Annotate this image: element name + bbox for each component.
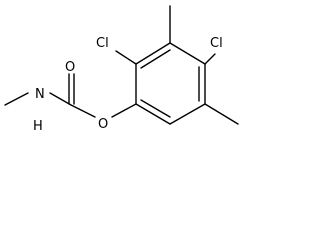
ring-inner-double-1 [140, 49, 171, 69]
ring-bond-3 [169, 42, 206, 65]
ring-inner-double-3 [140, 99, 171, 118]
chemical-structure-diagram: Cl Cl O O H N [4, 5, 239, 134]
bond-ring-cl-left [115, 50, 137, 65]
atom-label-cl-left: Cl [96, 36, 109, 51]
bond-ring-cl-right [204, 53, 216, 65]
atom-label-carbonyl-oxygen: O [65, 60, 75, 75]
ring-bond-5 [169, 103, 206, 125]
bond-nmethyl [4, 92, 29, 106]
bond-ring-methyl-right [204, 103, 239, 125]
bond-carbonyl-ester-o [70, 104, 96, 118]
ring-bond-2 [135, 42, 171, 65]
atom-label-amine-n: N [35, 87, 45, 102]
bond-ester-o-ring [111, 103, 137, 118]
atom-label-ester-oxygen: O [98, 117, 108, 132]
ring-bond-6 [135, 103, 171, 125]
bond-n-carbonyl [49, 92, 72, 106]
atom-label-amine-h: H [33, 119, 43, 134]
atom-label-cl-right: Cl [210, 36, 223, 51]
